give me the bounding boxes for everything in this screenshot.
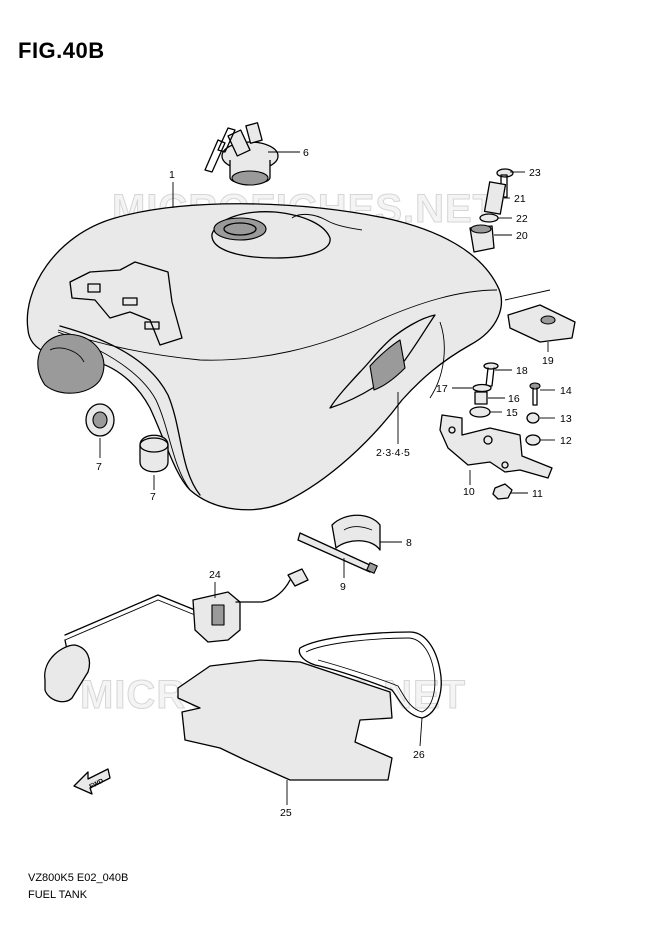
callout-11: 11 [532, 488, 543, 500]
figure-name: FUEL TANK [28, 889, 88, 901]
bracket-10[interactable] [439, 414, 553, 479]
callout-12: 12 [560, 435, 572, 447]
washer-22[interactable] [479, 213, 499, 223]
fuel-cap[interactable] [204, 122, 279, 186]
callout-18: 18 [516, 365, 528, 377]
fuel-level-sensor[interactable] [44, 568, 309, 703]
callout-21: 21 [514, 193, 526, 205]
nut-12[interactable] [525, 434, 541, 446]
collar-16[interactable] [474, 391, 488, 405]
cover-8[interactable] [331, 514, 381, 551]
fuel-tank[interactable] [26, 203, 502, 511]
callout-17: 17 [436, 383, 448, 395]
figure-code: VZ800K5 E02_040B [28, 872, 129, 884]
callout-9: 9 [340, 581, 346, 593]
callout-20: 20 [516, 230, 528, 242]
cushion-rubber-left[interactable] [85, 403, 115, 437]
rear-cushion-19[interactable] [504, 289, 576, 343]
callout-15: 15 [506, 407, 518, 419]
clamp-9[interactable] [297, 532, 378, 574]
callout-7-left: 7 [96, 461, 102, 473]
bolt-14[interactable] [529, 382, 541, 406]
callout-14: 14 [560, 385, 572, 397]
callout-labels: 1 2·3·4·5 6 7 7 8 9 10 11 12 13 14 15 16… [96, 147, 572, 819]
cushion-20[interactable] [469, 224, 495, 253]
callout-16: 16 [508, 393, 520, 405]
callout-1: 1 [169, 169, 175, 181]
cushion-rubber-right[interactable] [139, 434, 169, 473]
callout-13: 13 [560, 413, 572, 425]
nut-11[interactable] [492, 483, 513, 500]
nut-13[interactable] [526, 412, 540, 424]
callout-6: 6 [303, 147, 309, 159]
callout-10: 10 [463, 486, 475, 498]
seal-26[interactable] [298, 631, 442, 719]
bolt-23[interactable] [496, 168, 514, 198]
bolt-18[interactable] [483, 362, 499, 387]
collar-21[interactable] [483, 181, 507, 215]
callout-23: 23 [529, 167, 541, 179]
callout-2-3-4-5: 2·3·4·5 [376, 447, 410, 459]
washer-17[interactable] [472, 383, 492, 393]
callout-7-right: 7 [150, 491, 156, 503]
callout-22: 22 [516, 213, 528, 225]
callout-26: 26 [413, 749, 425, 761]
forward-direction-marker: FWD [73, 768, 111, 795]
callout-8: 8 [406, 537, 412, 549]
tank-sheet-25[interactable] [177, 659, 393, 781]
figure-title: FIG.40B [18, 38, 105, 63]
leader-lines [99, 151, 555, 805]
cushion-15[interactable] [469, 406, 491, 418]
forward-arrow-icon [73, 768, 111, 795]
callout-25: 25 [280, 807, 292, 819]
callout-19: 19 [542, 355, 554, 367]
callout-24: 24 [209, 569, 221, 581]
